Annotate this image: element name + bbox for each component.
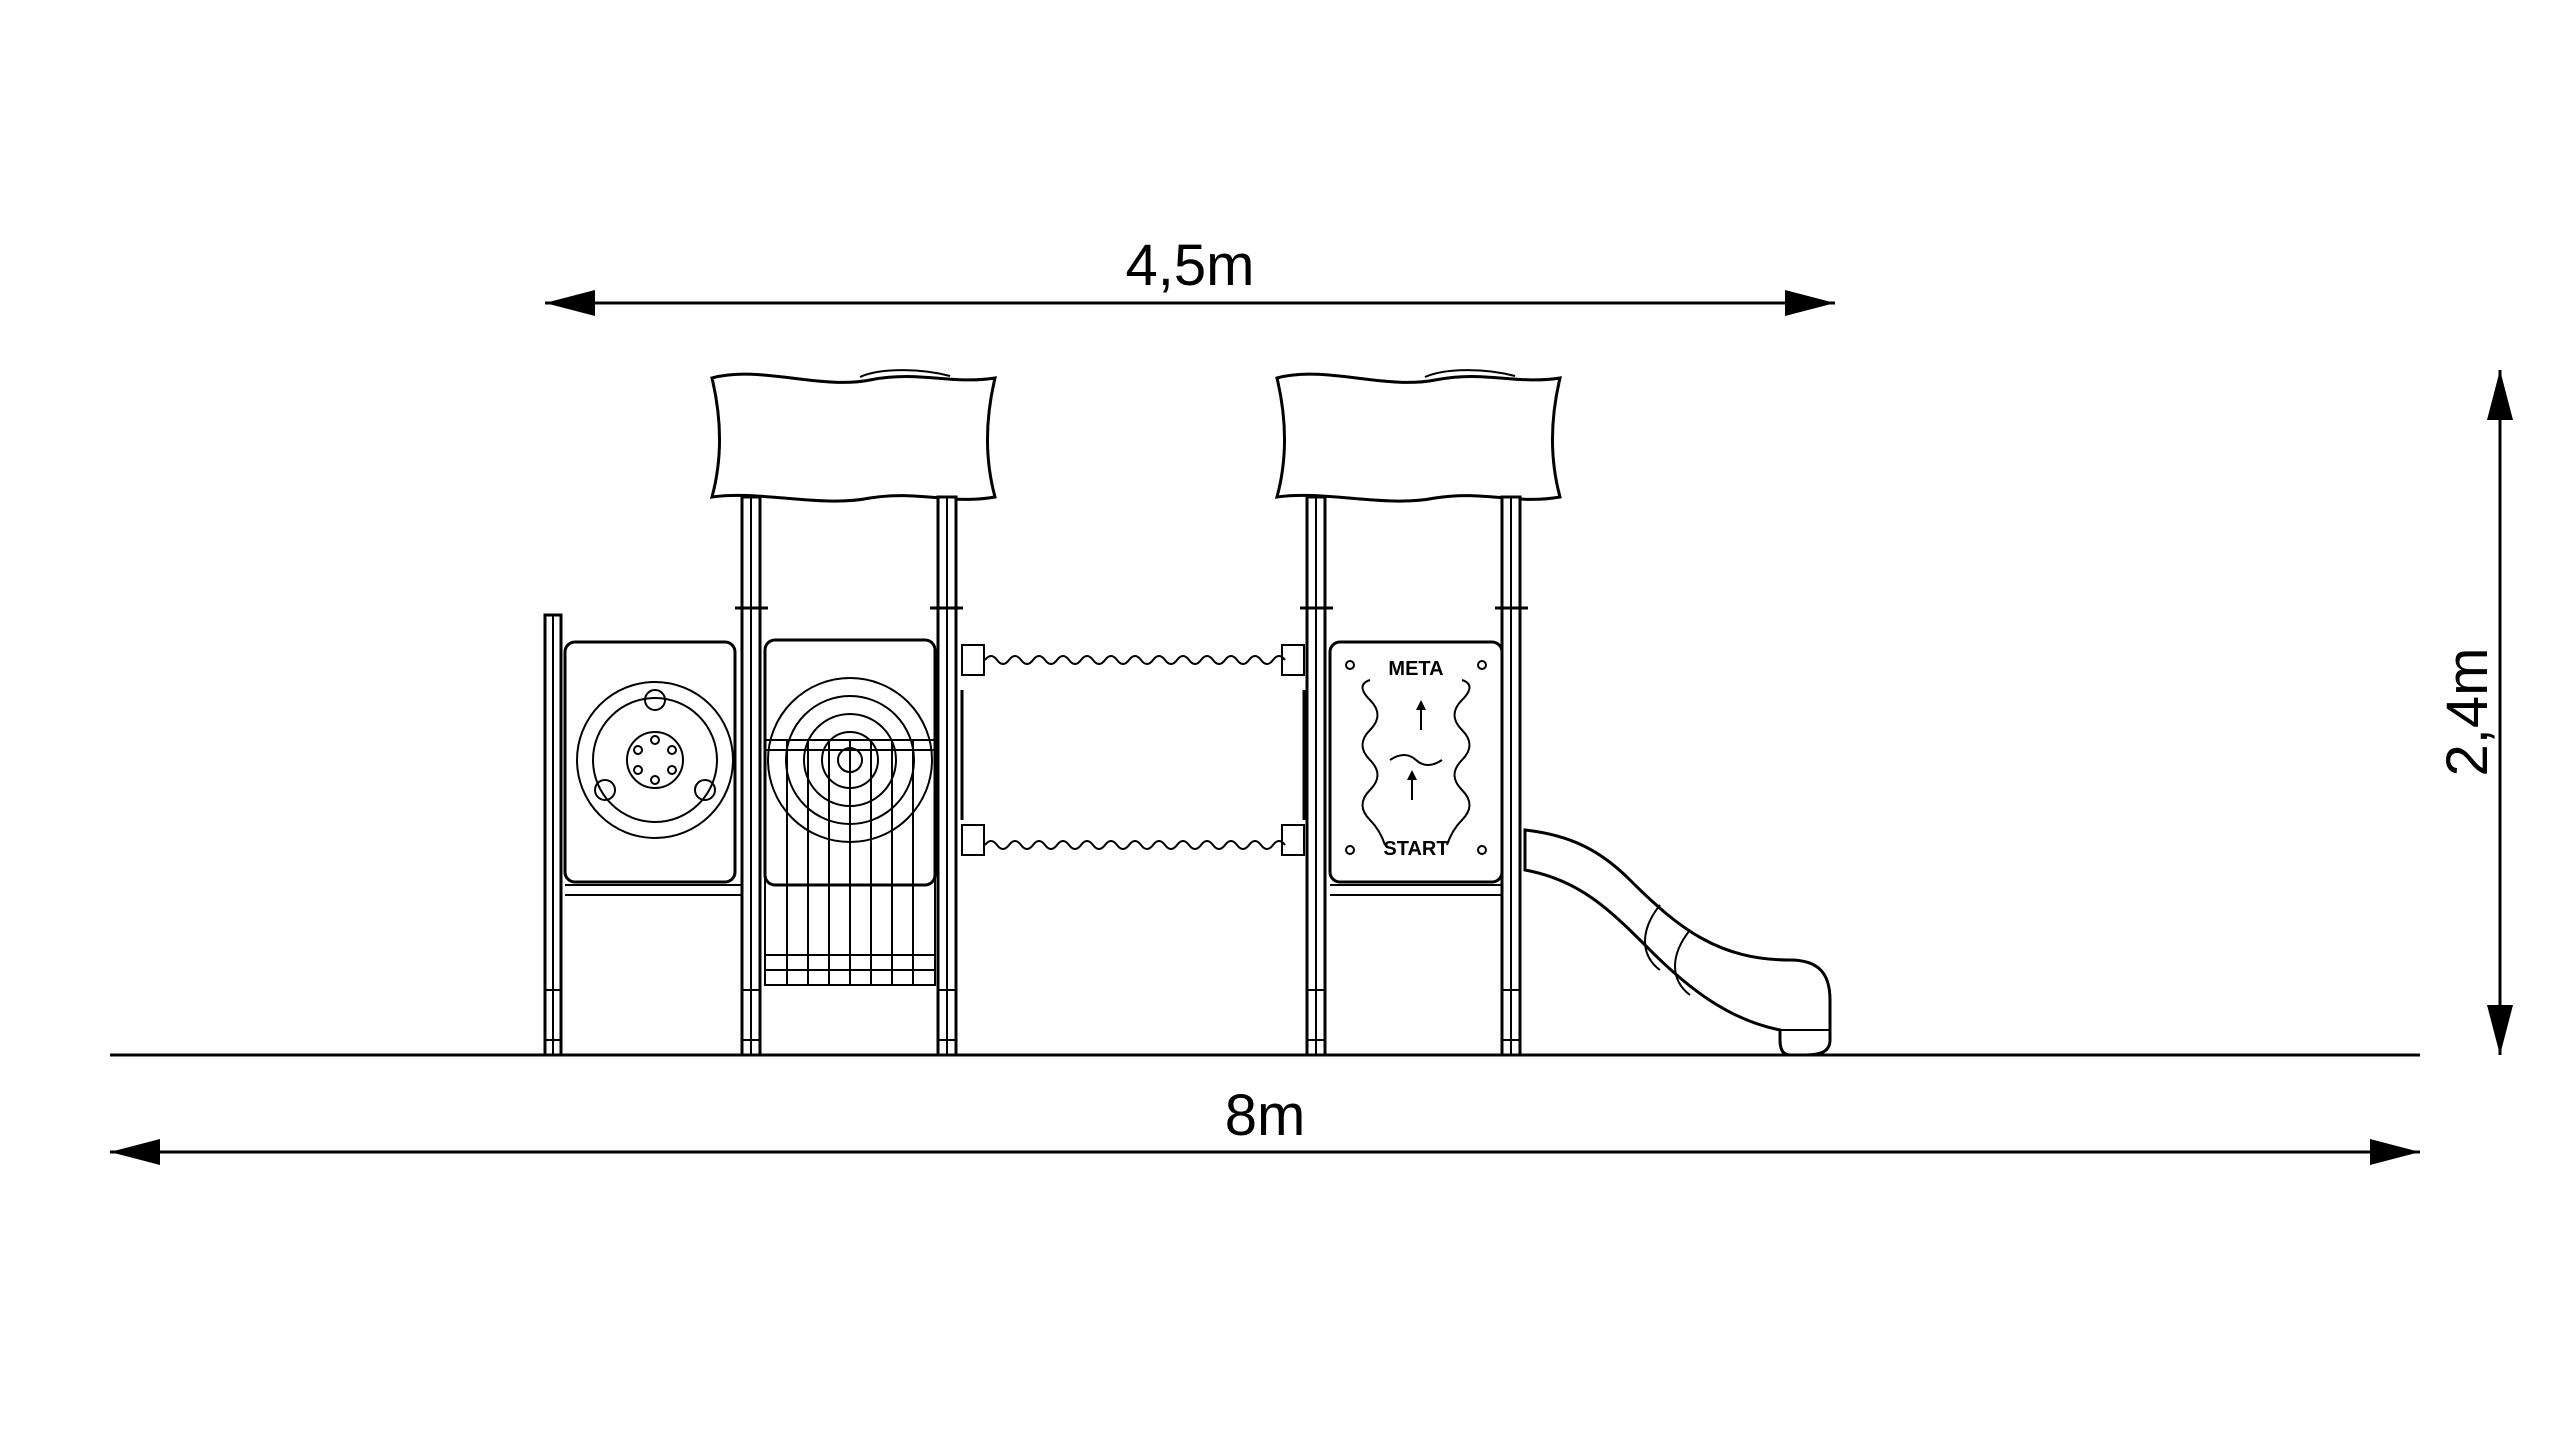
dimension-label-height: 2,4m bbox=[2435, 648, 2500, 777]
ladder-grid bbox=[764, 739, 936, 986]
dimension-height: 2,4m bbox=[2435, 370, 2513, 1055]
maze-finish-label: META bbox=[1388, 658, 1443, 680]
maze-panel: META START bbox=[1328, 640, 1504, 884]
maze-start-label: START bbox=[1383, 838, 1448, 860]
tube-slide bbox=[1523, 828, 1832, 1057]
steering-wheel bbox=[576, 681, 734, 839]
left-tower-roof bbox=[709, 372, 997, 503]
right-tower-roof bbox=[1274, 372, 1562, 503]
dimension-total-width: 8m bbox=[110, 1083, 2420, 1165]
dimension-label-total: 8m bbox=[1225, 1083, 1306, 1148]
rope-bridge bbox=[960, 644, 1306, 856]
dimension-label-structure: 4,5m bbox=[1126, 233, 1255, 298]
dimension-structure-width: 4,5m bbox=[545, 233, 1835, 316]
steering-panel bbox=[543, 613, 742, 1057]
right-tower: META START bbox=[1274, 369, 1562, 1057]
left-tower bbox=[709, 369, 997, 1057]
